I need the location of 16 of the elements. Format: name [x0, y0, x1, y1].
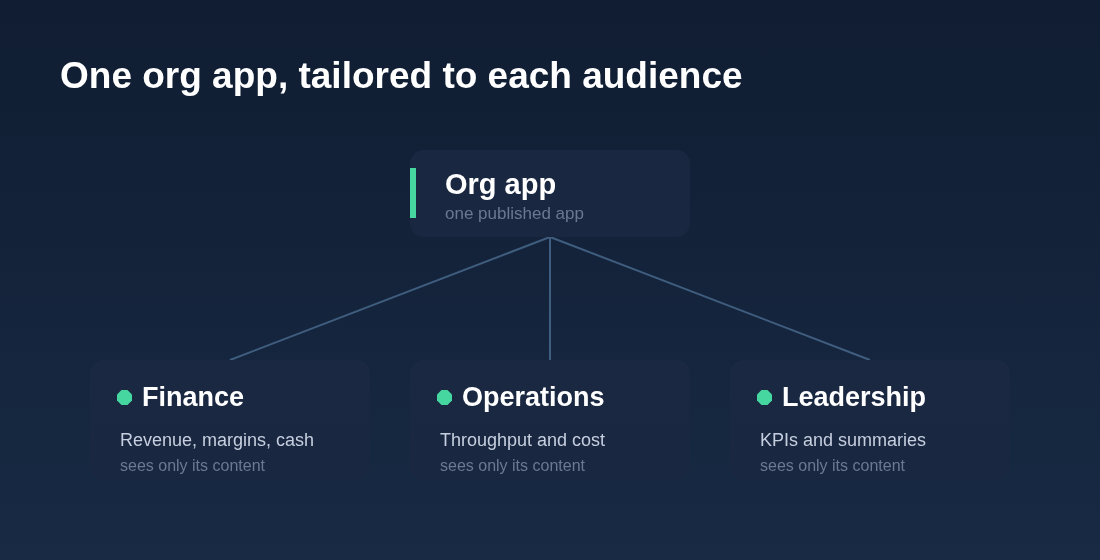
- diagram-title: One org app, tailored to each audience: [60, 54, 743, 98]
- node-subtitle: one published app: [445, 204, 584, 224]
- connector-line: [549, 236, 551, 361]
- node-description: Revenue, margins, cash: [120, 429, 315, 451]
- node-title: Finance: [142, 381, 245, 414]
- node-description: KPIs and summaries: [760, 429, 927, 451]
- app-card: [410, 150, 690, 237]
- connector-line: [229, 236, 551, 361]
- node-subtitle: sees only its content: [120, 456, 265, 476]
- node-title: Operations: [462, 381, 605, 414]
- node-description: Throughput and cost: [440, 429, 606, 451]
- node-subtitle: sees only its content: [760, 456, 905, 476]
- node-title: Leadership: [782, 381, 927, 414]
- node-subtitle: sees only its content: [440, 456, 585, 476]
- node-title: Org app: [445, 167, 557, 201]
- connector-line: [549, 236, 871, 361]
